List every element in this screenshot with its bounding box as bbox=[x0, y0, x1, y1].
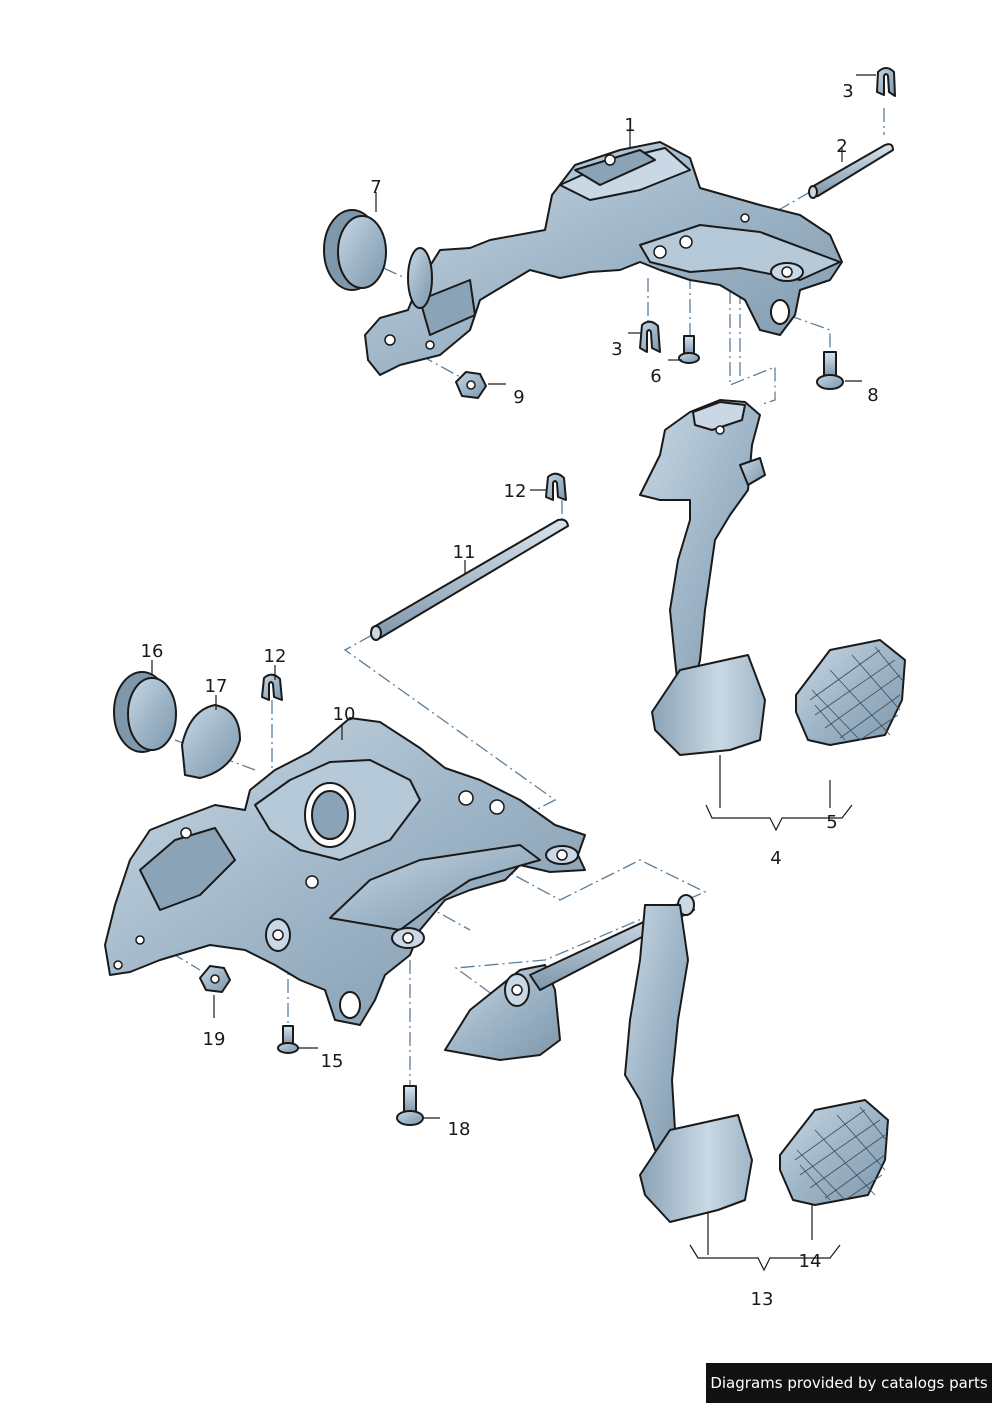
callout-13: 13 bbox=[751, 1289, 774, 1310]
callout-7: 7 bbox=[370, 177, 381, 198]
callout-6: 6 bbox=[650, 366, 661, 387]
pin-2 bbox=[808, 143, 894, 199]
callout-14: 14 bbox=[799, 1251, 822, 1272]
callout-12-left: 12 bbox=[264, 646, 287, 667]
bolt-6 bbox=[678, 335, 700, 364]
bolt-18 bbox=[396, 1085, 424, 1126]
callout-4: 4 bbox=[770, 848, 781, 869]
callout-18: 18 bbox=[448, 1119, 471, 1140]
pad-texture-5 bbox=[809, 646, 903, 741]
pad-texture-14 bbox=[794, 1106, 887, 1201]
callout-15: 15 bbox=[321, 1051, 344, 1072]
clip-12-left bbox=[261, 673, 283, 701]
callout-2: 2 bbox=[836, 136, 847, 157]
cap-7 bbox=[323, 209, 387, 291]
rod-11 bbox=[370, 518, 569, 641]
callout-10: 10 bbox=[333, 704, 356, 725]
callout-11: 11 bbox=[453, 542, 476, 563]
callout-19: 19 bbox=[203, 1029, 226, 1050]
callout-labels: 1 2 3 3 4 5 6 7 8 9 10 11 12 12 13 14 15… bbox=[141, 81, 879, 1310]
callout-16: 16 bbox=[141, 641, 164, 662]
clip-3-top bbox=[876, 67, 896, 97]
callout-12-top: 12 bbox=[504, 481, 527, 502]
clip-12-top bbox=[545, 472, 567, 501]
leader-lines bbox=[151, 74, 876, 1272]
callout-3-top: 3 bbox=[842, 81, 853, 102]
callout-1: 1 bbox=[624, 115, 635, 136]
callout-17: 17 bbox=[205, 676, 228, 697]
clip-3-mid bbox=[639, 320, 661, 353]
brake-pedal-upper bbox=[639, 399, 906, 756]
callout-5: 5 bbox=[826, 812, 837, 833]
pedal-bracket-upper bbox=[364, 141, 843, 376]
pedal-bracket-lower bbox=[104, 717, 586, 1026]
bolt-8 bbox=[816, 351, 844, 390]
nut-9 bbox=[455, 371, 487, 399]
clutch-pedal bbox=[444, 894, 889, 1223]
cap-16 bbox=[113, 671, 177, 753]
callout-8: 8 bbox=[867, 385, 878, 406]
callout-9: 9 bbox=[513, 387, 524, 408]
nut-19 bbox=[199, 965, 231, 993]
cap-17 bbox=[181, 704, 241, 779]
bolt-15 bbox=[277, 1025, 299, 1054]
footer-credit: Diagrams provided by catalogs parts bbox=[706, 1363, 992, 1403]
callout-3-mid: 3 bbox=[611, 339, 622, 360]
